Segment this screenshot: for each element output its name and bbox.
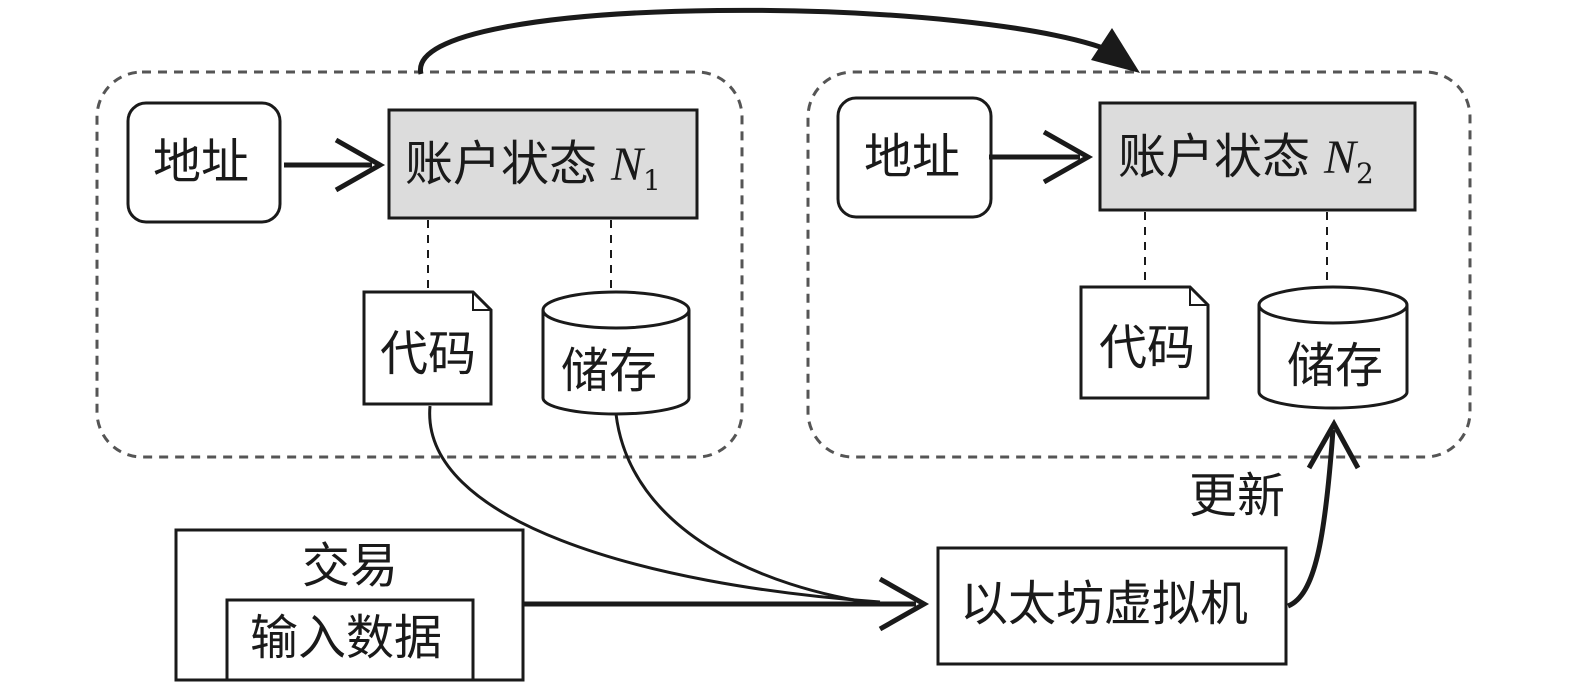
code-label-2: 代码 (1099, 320, 1196, 376)
code-to-evm-curve (428, 405, 881, 604)
code-doc-1 (362, 290, 493, 406)
update-arrow (1286, 429, 1336, 609)
code-doc-2 (1079, 285, 1210, 400)
storage-to-evm-curve (614, 413, 881, 606)
account-state-box-2 (1098, 101, 1417, 212)
account-state-text-1: 账户状态 (405, 136, 598, 192)
storage-label-2: 储存 (1287, 338, 1384, 394)
storage-cylinder-1 (541, 310, 691, 416)
storage-cylinder-top-1 (541, 290, 691, 330)
code-doc-fold-2 (1189, 287, 1208, 306)
code-label-1: 代码 (380, 326, 477, 382)
address-label-2: 地址 (864, 129, 961, 185)
input-to-evm-arrowhead (878, 576, 930, 632)
storage-cylinder-2 (1257, 305, 1409, 410)
address-to-account-arrowhead-2 (1042, 129, 1094, 185)
code-doc-fold-1 (472, 292, 491, 311)
input-data-box (225, 598, 475, 682)
account-var-1: N (611, 138, 644, 191)
account-sub-1: 1 (643, 164, 661, 197)
account-state-box-1 (387, 108, 699, 220)
input-data-label: 输入数据 (250, 610, 443, 666)
evm-box (936, 546, 1288, 666)
address-label-1: 地址 (153, 134, 250, 190)
state-transition-arrow (418, 7, 1122, 75)
address-to-account-arrowhead-1 (334, 137, 386, 193)
account-state-text-2: 账户状态 (1118, 129, 1311, 185)
transaction-title: 交易 (302, 538, 399, 594)
address-box-1 (126, 101, 282, 224)
evm-label: 以太坊虚拟机 (960, 576, 1249, 632)
state-container-2 (806, 70, 1472, 459)
state-transition-arrowhead (1091, 28, 1140, 73)
storage-label-1: 储存 (561, 343, 658, 399)
account-var-2: N (1324, 131, 1357, 184)
account-sub-2: 2 (1356, 157, 1374, 190)
update-arrowhead (1306, 418, 1361, 470)
update-label: 更新 (1189, 468, 1286, 524)
storage-cylinder-top-2 (1257, 285, 1409, 325)
